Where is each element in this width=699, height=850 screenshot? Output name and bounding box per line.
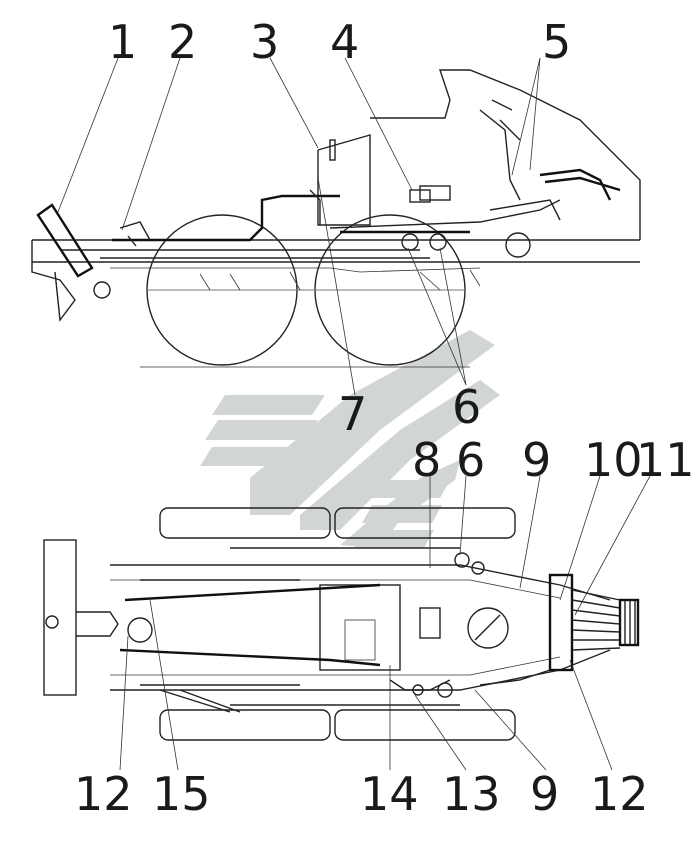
callout-4: 4 bbox=[330, 15, 359, 69]
callout-2: 2 bbox=[168, 15, 197, 69]
callout-9b: 9 bbox=[530, 767, 559, 821]
callout-14: 14 bbox=[360, 767, 419, 821]
rear-valve-bank bbox=[548, 573, 640, 672]
callout-6b: 6 bbox=[456, 433, 485, 487]
side-elevation-view bbox=[31, 69, 641, 368]
callout-7: 7 bbox=[338, 387, 367, 441]
brand-watermark-logo bbox=[200, 330, 500, 548]
callout-11: 11 bbox=[636, 433, 695, 487]
callouts-bottom: 8 6 9 10 11 12 15 14 13 9 12 bbox=[74, 433, 695, 821]
callout-15: 15 bbox=[152, 767, 211, 821]
callout-13: 13 bbox=[442, 767, 501, 821]
callout-1: 1 bbox=[108, 15, 137, 69]
callout-6: 6 bbox=[452, 380, 481, 434]
callout-10: 10 bbox=[584, 433, 643, 487]
callout-5: 5 bbox=[542, 15, 571, 69]
callout-3: 3 bbox=[250, 15, 279, 69]
callouts-top: 1 2 3 4 5 6 7 bbox=[108, 15, 571, 441]
callout-12b: 12 bbox=[590, 767, 649, 821]
plan-view bbox=[43, 507, 640, 741]
callout-9: 9 bbox=[522, 433, 551, 487]
callout-8: 8 bbox=[412, 433, 441, 487]
callout-12: 12 bbox=[74, 767, 133, 821]
leader-lines bbox=[57, 57, 651, 771]
